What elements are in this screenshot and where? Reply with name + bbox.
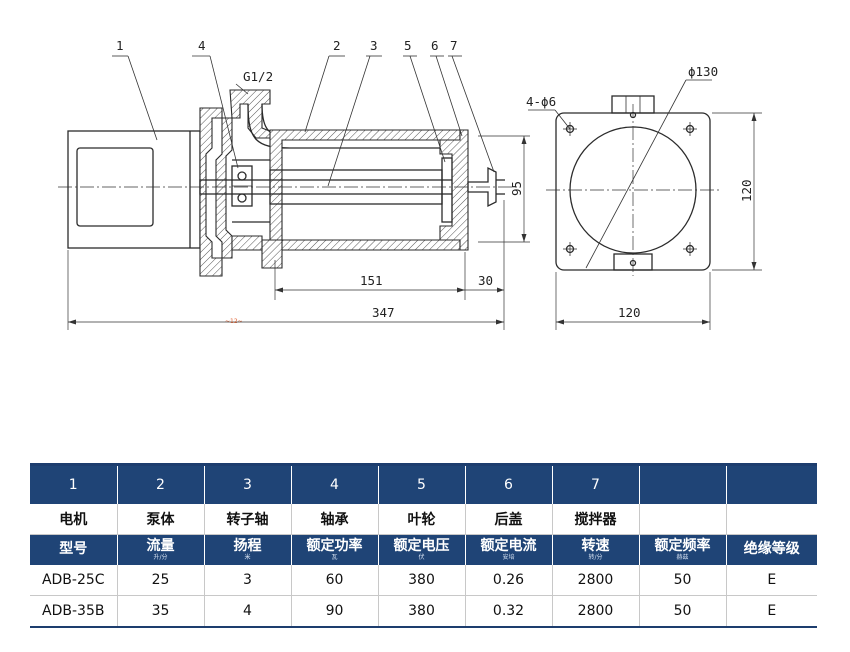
dim-120-right: 120 [739, 179, 754, 202]
data-cell: 380 [377, 595, 465, 627]
part-number-row: 1 2 3 4 5 6 7 [30, 466, 817, 504]
side-dimensions: 151 30 347 ~12~ 95 [67, 135, 530, 330]
part-name-cell: 搅拌器 [551, 504, 639, 535]
data-cell: 3 [203, 565, 291, 596]
part-num-cell: 6 [464, 466, 552, 504]
hole-label: 4-ϕ6 [526, 94, 556, 109]
circle-diameter-label: ϕ130 [688, 64, 718, 79]
part-name-cell: 轴承 [290, 504, 378, 535]
part-leaders: 1 4 2 3 5 6 7 G1/2 [112, 38, 495, 187]
pump-technical-drawing: 1 4 2 3 5 6 7 G1/2 151 30 [58, 38, 762, 330]
thread-label: G1/2 [243, 69, 273, 84]
part-label-1: 1 [116, 38, 124, 53]
header-cell: 额定电流安培 [464, 534, 552, 565]
header-cell: 额定电压伏 [377, 534, 465, 565]
data-cell: 0.26 [464, 565, 552, 596]
part-label-5: 5 [404, 38, 412, 53]
header-cell: 流量升/分 [116, 534, 204, 565]
part-num-cell: 7 [551, 466, 639, 504]
part-label-4: 4 [198, 38, 206, 53]
part-num-cell [638, 466, 726, 504]
part-name-cell: 泵体 [116, 504, 204, 535]
header-cell: 额定功率瓦 [290, 534, 378, 565]
header-cell: 扬程米 [203, 534, 291, 565]
data-cell: 25 [116, 565, 204, 596]
data-cell: 2800 [551, 595, 639, 627]
dim-30: 30 [478, 273, 493, 288]
dim-120-bottom: 120 [618, 305, 641, 320]
dim-347: 347 [372, 305, 395, 320]
model-cell: ADB-25C [30, 565, 117, 596]
model-cell: ADB-35B [30, 595, 117, 627]
part-label-2: 2 [333, 38, 341, 53]
data-cell: 380 [377, 565, 465, 596]
rear-cover [439, 129, 469, 251]
end-main-circle [569, 126, 697, 254]
data-cell: 50 [638, 565, 726, 596]
mounting-holes [563, 111, 697, 267]
dim-151: 151 [360, 273, 383, 288]
table-bottom-rule [30, 626, 817, 628]
part-num-cell: 4 [290, 466, 378, 504]
data-cell: 2800 [551, 565, 639, 596]
part-name-cell: 后盖 [464, 504, 552, 535]
data-cell: 90 [290, 595, 378, 627]
part-name-cell: 转子轴 [203, 504, 291, 535]
part-name-cell [638, 504, 726, 535]
part-num-cell: 3 [203, 466, 291, 504]
part-num-cell [725, 466, 817, 504]
data-cell: 0.32 [464, 595, 552, 627]
side-section-view [58, 89, 520, 277]
end-view: ϕ130 4-ϕ6 120 120 [526, 64, 762, 330]
part-name-cell: 叶轮 [377, 504, 465, 535]
data-cell: 50 [638, 595, 726, 627]
spec-table: 1 2 3 4 5 6 7 电机 泵体 转子轴 轴承 叶轮 后盖 搅拌器 型号 … [30, 466, 817, 627]
table-row: ADB-25C 25 3 60 380 0.26 2800 50 E [30, 565, 817, 596]
part-num-cell: 1 [30, 466, 117, 504]
header-cell: 绝缘等级 [725, 534, 817, 565]
part-name-cell [725, 504, 817, 535]
data-cell: 4 [203, 595, 291, 627]
dim-95: 95 [509, 181, 524, 196]
header-cell: 转速转/分 [551, 534, 639, 565]
data-cell: 60 [290, 565, 378, 596]
part-name-cell: 电机 [30, 504, 117, 535]
table-row: ADB-35B 35 4 90 380 0.32 2800 50 E [30, 595, 817, 627]
spec-header-row: 型号 流量升/分 扬程米 额定功率瓦 额定电压伏 额定电流安培 转速转/分 额定… [30, 534, 817, 565]
header-cell: 额定频率赫兹 [638, 534, 726, 565]
header-cell: 型号 [30, 534, 117, 565]
outlet-elbow [229, 89, 273, 139]
part-label-3: 3 [370, 38, 378, 53]
data-cell: 35 [116, 595, 204, 627]
data-cell: E [725, 595, 817, 627]
part-name-row: 电机 泵体 转子轴 轴承 叶轮 后盖 搅拌器 [30, 504, 817, 535]
part-label-6: 6 [431, 38, 439, 53]
impeller [441, 157, 453, 223]
part-num-cell: 5 [377, 466, 465, 504]
part-label-7: 7 [450, 38, 458, 53]
part-num-cell: 2 [116, 466, 204, 504]
stirrer [467, 166, 497, 208]
table-top-rule [30, 463, 817, 466]
dim-12: ~12~ [225, 318, 243, 325]
data-cell: E [725, 565, 817, 596]
